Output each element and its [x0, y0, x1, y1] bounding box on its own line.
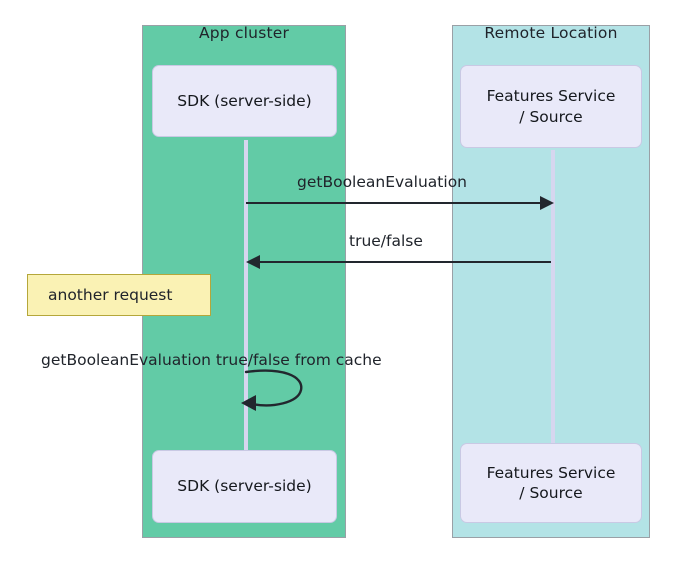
message-line-request	[246, 202, 549, 204]
actor-box-features-service-bottom[interactable]: Features Service / Source	[460, 443, 642, 523]
message-line-response	[248, 261, 551, 263]
panel-title-remote-location: Remote Location	[484, 24, 618, 42]
actor-box-sdk-top[interactable]: SDK (server-side)	[152, 65, 337, 137]
lifeline-sdk-server-side	[244, 140, 248, 450]
panel-title-app-cluster: App cluster	[198, 24, 290, 42]
message-label-true-false: true/false	[349, 232, 423, 250]
self-call-loop-icon	[241, 369, 303, 411]
message-label-get-boolean-evaluation: getBooleanEvaluation	[297, 173, 468, 191]
actor-box-features-service-top[interactable]: Features Service / Source	[460, 65, 642, 148]
note-another-request: another request	[27, 274, 211, 316]
lifeline-features-service	[551, 150, 555, 450]
actor-box-sdk-bottom[interactable]: SDK (server-side)	[152, 450, 337, 523]
message-label-self-call-from-cache: getBooleanEvaluation true/false from cac…	[41, 351, 382, 369]
arrowhead-right-icon	[540, 196, 554, 210]
arrowhead-left-icon	[246, 255, 260, 269]
